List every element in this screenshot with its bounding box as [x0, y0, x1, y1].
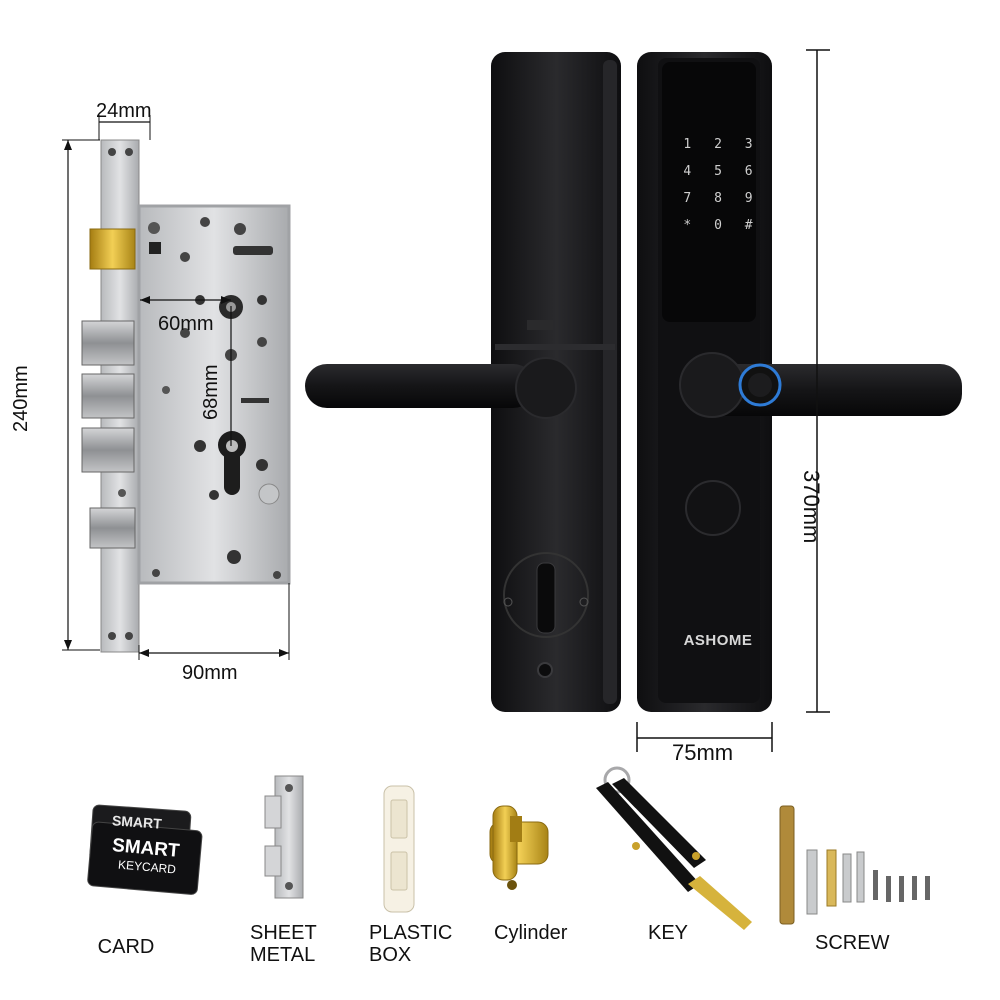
keypad-key-8[interactable]: 8: [714, 191, 722, 206]
backset-label: 60mm: [158, 313, 214, 335]
accessory-label-cylinder: Cylinder: [494, 922, 568, 944]
mortise-height-label: 240mm: [10, 365, 32, 432]
mortise-lock: [62, 115, 291, 660]
accessory-label-card: CARD: [97, 936, 155, 958]
key-accessory: [596, 766, 752, 930]
sheet-metal-accessory: [264, 775, 304, 899]
keypad-key-4[interactable]: 4: [683, 164, 692, 179]
keypad-key-1[interactable]: 1: [683, 137, 692, 152]
mortise-depth-label: 90mm: [182, 662, 238, 684]
lock-height-label: 370mm: [799, 470, 824, 544]
accessory-label-plastic-box: PLASTIC BOX: [369, 922, 453, 966]
accessory-label-sheet-metal: SHEET METAL: [250, 922, 317, 966]
screw-accessory: [779, 805, 930, 925]
card-top-text: SMART: [111, 812, 163, 832]
brand-logo: ASHOME: [683, 632, 753, 649]
lock-front-panel: [637, 52, 962, 712]
cylinder-accessory: [489, 805, 549, 890]
center-distance-label: 68mm: [200, 364, 222, 420]
keypad-key-6[interactable]: 6: [744, 164, 753, 179]
lock-dimension-lines: [636, 49, 830, 752]
keypad-key-7[interactable]: 7: [683, 191, 692, 206]
mortise-width-label: 24mm: [96, 100, 152, 122]
keypad-key-3[interactable]: 3: [744, 137, 753, 152]
accessory-label-screw: SCREW: [815, 932, 890, 954]
plastic-box-accessory: [383, 785, 415, 913]
keypad-key-5[interactable]: 5: [714, 164, 722, 179]
accessory-label-key: KEY: [648, 922, 689, 944]
lock-width-label: 75mm: [672, 740, 734, 765]
card-accessory: [87, 804, 203, 895]
lock-rear-panel: [305, 52, 621, 712]
keypad-key-0[interactable]: 0: [714, 218, 722, 233]
keypad: 1 2 3 4 5 6 7 8 9 * 0 #: [672, 137, 764, 233]
keypad-key-2[interactable]: 2: [714, 137, 722, 152]
keypad-key-hash[interactable]: #: [744, 218, 753, 233]
keypad-key-star[interactable]: *: [683, 218, 692, 233]
keypad-key-9[interactable]: 9: [744, 191, 753, 206]
